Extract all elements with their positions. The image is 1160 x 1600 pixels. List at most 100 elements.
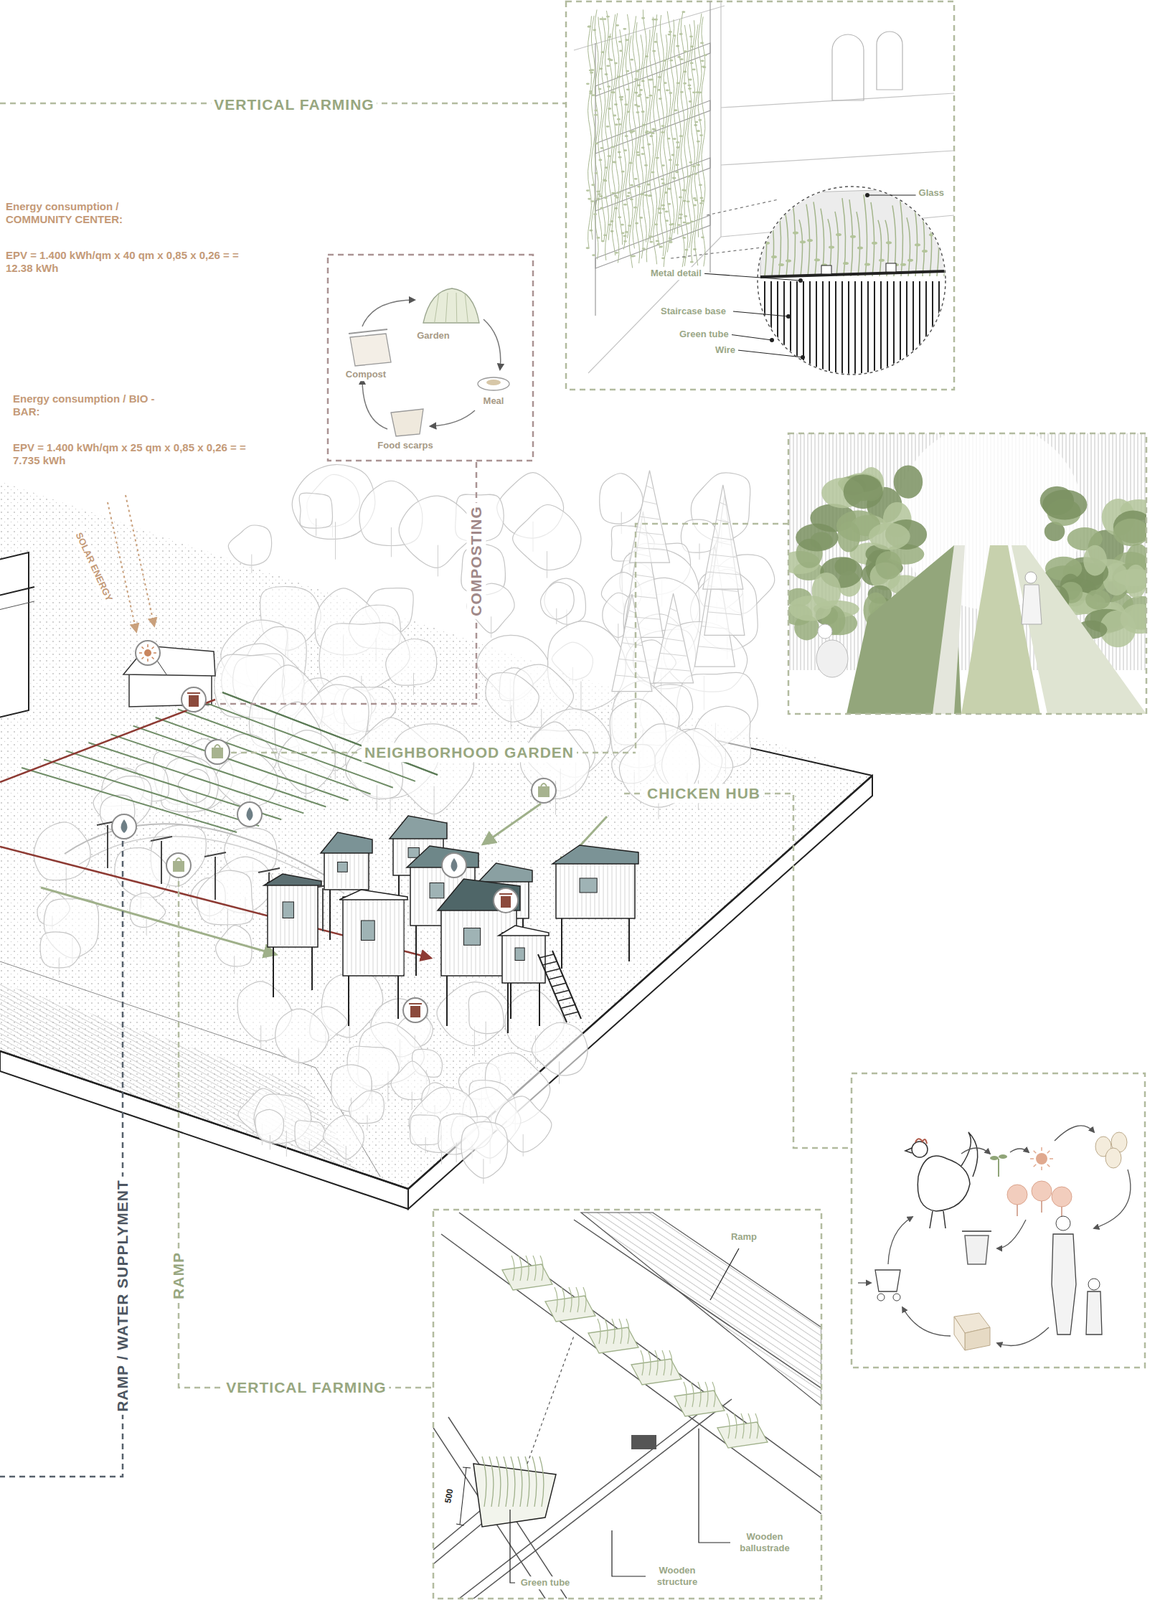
ramp-detail — [533, 1255, 536, 1281]
chicken-hub-houses — [462, 908, 464, 975]
vertical-farming-detail — [799, 240, 806, 244]
vertical-farming-detail — [688, 161, 693, 164]
vertical-farming-detail — [624, 230, 629, 234]
tree-canopies — [510, 706, 512, 729]
chicken-hub-houses — [332, 851, 334, 889]
vertical-farming-detail — [591, 93, 595, 97]
bin-icon — [493, 888, 518, 913]
neighborhood-garden-structure — [322, 888, 324, 932]
vertical-farming-detail — [936, 233, 942, 237]
vertical-farming-detail — [606, 15, 610, 18]
tree-canopies — [719, 502, 726, 506]
ramp-detail — [456, 1523, 465, 1526]
vertical-farming-detail — [675, 163, 679, 166]
chicken-hub-houses — [389, 815, 447, 839]
vertical-farming-detail — [591, 15, 595, 240]
vertical-farming-detail — [821, 265, 832, 275]
chicken-hub-houses — [329, 889, 331, 940]
chicken-hub-houses — [628, 918, 630, 962]
vertical-farming-detail — [594, 9, 599, 259]
vertical-farming-detail — [656, 243, 660, 246]
chicken-hub-houses — [311, 946, 313, 990]
chicken-cycle — [962, 1230, 992, 1232]
composting-cycle — [423, 288, 480, 323]
tree-canopies — [639, 516, 660, 520]
chicken-hub-houses — [367, 851, 369, 889]
section-heading: RAMP — [168, 1248, 188, 1303]
chicken-hub-houses — [633, 862, 635, 917]
chicken-cycle — [902, 1307, 951, 1336]
vertical-farming-detail — [690, 220, 694, 223]
vertical-farming-detail — [871, 241, 878, 245]
ramp-detail — [717, 1421, 768, 1448]
ramp-detail — [726, 1413, 730, 1439]
ramp-detail — [604, 1318, 608, 1344]
vertical-farming-detail — [644, 130, 649, 133]
ramp-detail — [619, 1318, 622, 1344]
ramp-detail — [588, 1327, 639, 1353]
garden-view — [868, 522, 911, 551]
chicken-hub-houses — [454, 908, 455, 975]
chicken-cycle — [954, 1316, 965, 1351]
ramp-detail — [459, 1212, 822, 1478]
vertical-farming-detail — [605, 10, 610, 261]
vertical-farming-detail — [906, 281, 908, 381]
vertical-farming-detail — [700, 59, 705, 62]
vertical-farming-detail — [633, 206, 638, 209]
ramp-detail — [573, 1219, 822, 1389]
vertical-farming-detail — [847, 281, 850, 381]
stairs — [542, 961, 557, 965]
vertical-farming-detail — [610, 145, 615, 148]
chicken-hub-houses — [377, 898, 379, 975]
tree-canopies — [228, 525, 272, 566]
chicken-hub-houses — [492, 908, 494, 975]
vertical-farming-detail — [639, 34, 644, 259]
vertical-farming-detail — [614, 62, 618, 65]
part-label: Ramp — [728, 1230, 760, 1244]
vertical-farming-detail — [644, 55, 649, 58]
vertical-farming-detail — [614, 251, 619, 254]
vertical-farming-detail — [614, 123, 619, 126]
bin-icon — [408, 1002, 422, 1005]
vertical-farming-detail — [593, 172, 598, 175]
vertical-farming-detail — [778, 263, 785, 267]
solar-energy-arrows — [125, 494, 155, 626]
sun-icon — [144, 649, 152, 657]
chicken-cycle — [1010, 1148, 1029, 1153]
vertical-farming-detail — [668, 30, 673, 33]
tree-canopies — [713, 537, 734, 541]
tree-canopies — [522, 1134, 524, 1157]
tree-canopies — [434, 786, 435, 824]
garden-view — [788, 433, 1147, 714]
dimension-label: 500 — [441, 1484, 457, 1507]
garden-view — [1025, 571, 1037, 584]
ramp-detail — [576, 1286, 579, 1313]
ramp-detail — [698, 1381, 701, 1407]
leader-lines — [701, 273, 801, 281]
vertical-farming-detail — [692, 197, 697, 200]
vertical-farming-detail — [642, 9, 647, 242]
chicken-hub-houses — [342, 896, 404, 976]
vertical-farming-detail — [649, 241, 653, 244]
tree-canopies — [251, 553, 252, 573]
vertical-farming-detail — [696, 129, 701, 132]
vertical-farming-detail — [673, 109, 678, 112]
sun-icon — [139, 652, 143, 654]
vertical-farming-detail — [632, 15, 637, 249]
ramp-detail — [597, 1318, 601, 1344]
leader-lines — [769, 337, 775, 343]
leader-lines — [728, 334, 772, 341]
vertical-farming-detail — [611, 91, 616, 94]
vertical-farming-detail — [588, 229, 593, 232]
tree-canopies — [65, 868, 67, 894]
vertical-farming-detail — [588, 92, 593, 95]
chicken-hub-houses — [272, 946, 275, 998]
vertical-farming-detail — [667, 137, 671, 140]
vertical-farming-detail — [596, 236, 600, 239]
ramp-detail — [705, 1381, 709, 1407]
tree-canopies — [58, 958, 60, 976]
vertical-farming-detail — [636, 22, 640, 264]
chicken-hub-houses — [624, 862, 626, 917]
sun-icon — [152, 647, 155, 650]
vertical-farming-detail — [760, 271, 947, 277]
